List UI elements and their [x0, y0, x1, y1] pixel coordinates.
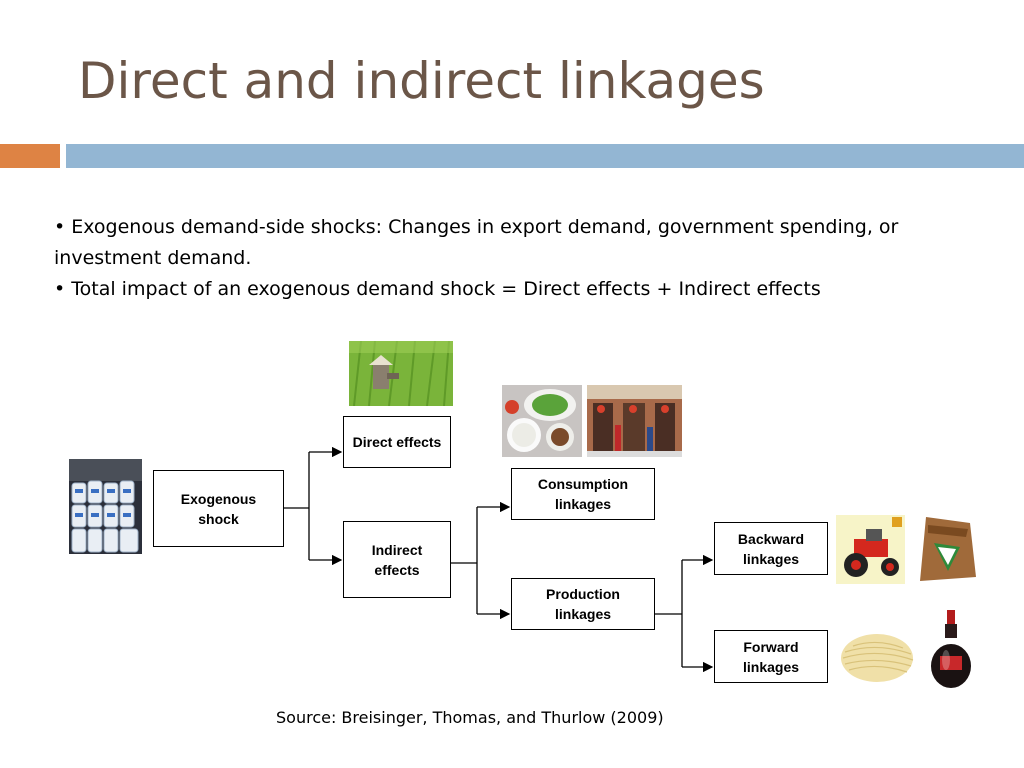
node-exogenous-shock: Exogenous shock [153, 470, 284, 547]
node-direct-effects: Direct effects [343, 416, 451, 468]
tractor-image [836, 515, 905, 584]
accent-bar-orange [0, 144, 60, 168]
food-dishes-image [502, 385, 582, 457]
slide-title: Direct and indirect linkages [78, 52, 765, 110]
bullet-list: • Exogenous demand-side shocks: Changes … [54, 212, 944, 305]
node-indirect-effects: Indirect effects [343, 521, 451, 598]
noodles-image [839, 628, 916, 685]
node-consumption-linkages: Consumption linkages [511, 468, 655, 520]
node-production-linkages: Production linkages [511, 578, 655, 630]
rice-sacks-image [69, 459, 142, 554]
rice-farmer-image [349, 341, 453, 406]
sauce-bottle-image [926, 610, 976, 690]
node-backward-linkages: Backward linkages [714, 522, 828, 575]
shop-front-image [587, 385, 682, 457]
accent-bar-blue [66, 144, 1024, 168]
bullet-item: • Total impact of an exogenous demand sh… [54, 278, 821, 300]
bullet-item: • Exogenous demand-side shocks: Changes … [54, 216, 899, 269]
node-forward-linkages: Forward linkages [714, 630, 828, 683]
source-citation: Source: Breisinger, Thomas, and Thurlow … [276, 708, 664, 727]
fertilizer-bag-image [912, 513, 980, 585]
